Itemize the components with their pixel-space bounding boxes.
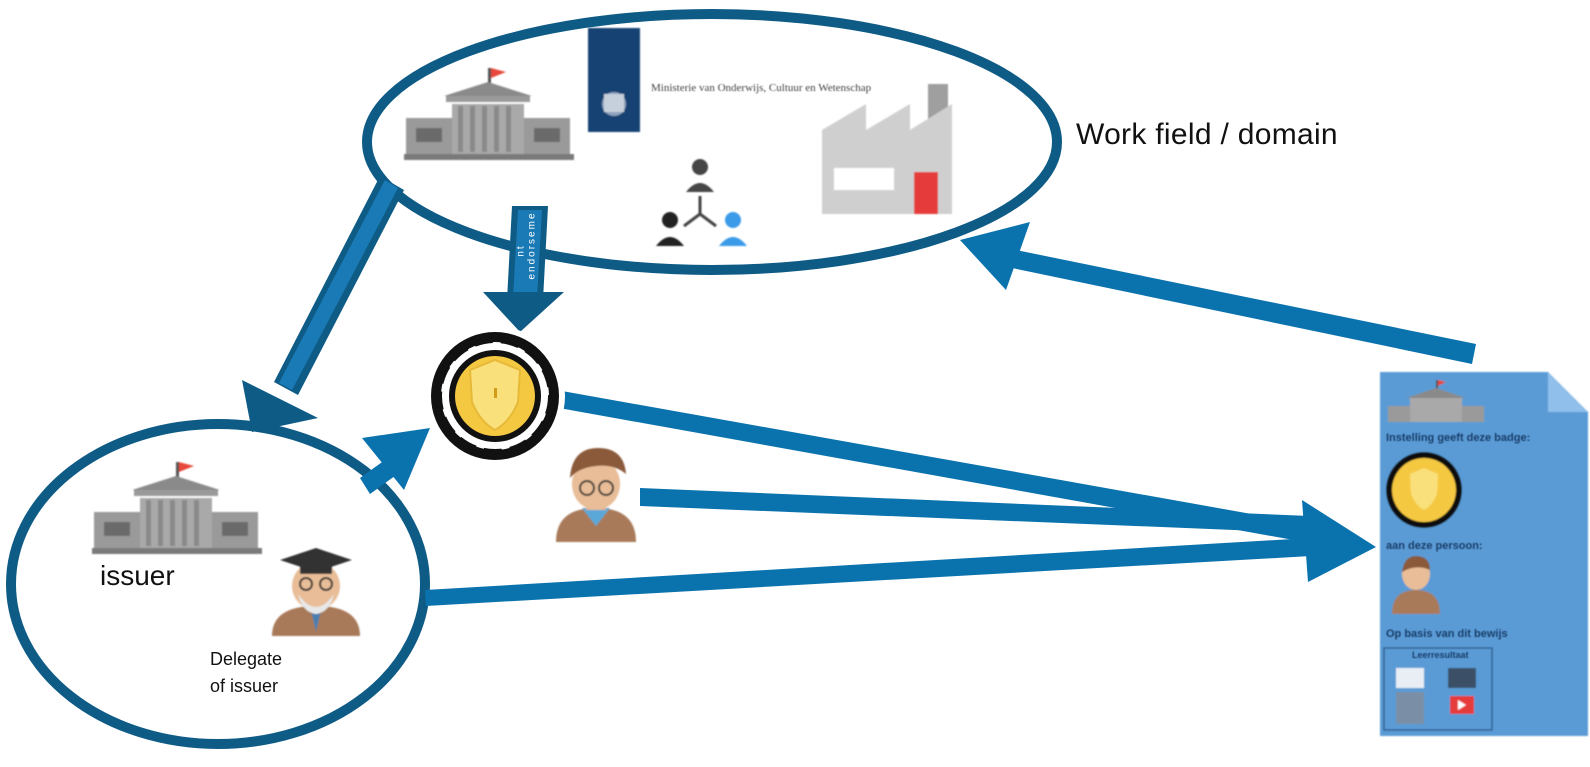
badge-icon — [425, 326, 565, 466]
endorsement-label-mid-2: nt — [515, 244, 527, 257]
document-line-3: Op basis van dit bewijs — [1386, 628, 1508, 640]
government-building-icon — [404, 68, 574, 160]
student-avatar-icon — [556, 448, 636, 542]
document-badge-icon — [1386, 452, 1462, 528]
arrow-issuer-to-badge — [360, 428, 430, 494]
endorsement-label-mid-1: endorseme — [526, 211, 538, 280]
people-network-icon — [656, 159, 747, 246]
issuer-building-icon — [92, 462, 262, 554]
delegate-line-1: Delegate — [210, 649, 283, 669]
document-line-1: Instelling geeft deze badge: — [1386, 432, 1531, 444]
delegate-label: Delegate of issuer — [210, 646, 282, 700]
delegate-line-2: of issuer — [210, 676, 279, 696]
arrow-badge-to-document — [559, 391, 1330, 546]
arrow-document-to-work-field — [960, 222, 1476, 364]
document-building-icon — [1388, 380, 1484, 422]
factory-icon — [822, 84, 952, 214]
ministry-logo — [588, 28, 640, 132]
evidence-box — [1383, 647, 1493, 731]
document-line-2: aan deze persoon: — [1386, 540, 1483, 552]
ministry-name: Ministerie van Onderwijs, Cultuur en Wet… — [651, 82, 872, 94]
arrow-issuer-to-document — [425, 538, 1311, 606]
arrowhead-document — [1302, 500, 1376, 582]
arrow-person-to-document — [640, 488, 1310, 533]
document-person-icon — [1392, 556, 1440, 614]
evidence-title: Leerresultaat — [1412, 650, 1469, 660]
graduate-delegate-icon — [272, 548, 360, 636]
work-field-ellipse — [362, 9, 1062, 275]
issuer-label: issuer — [100, 560, 175, 591]
endorsement-arrow-left — [242, 176, 404, 432]
work-field-label: Work field / domain — [1076, 118, 1338, 151]
badge-document — [1380, 372, 1588, 736]
endorsement-arrow-mid — [483, 206, 564, 332]
issuer-ellipse — [6, 419, 430, 749]
